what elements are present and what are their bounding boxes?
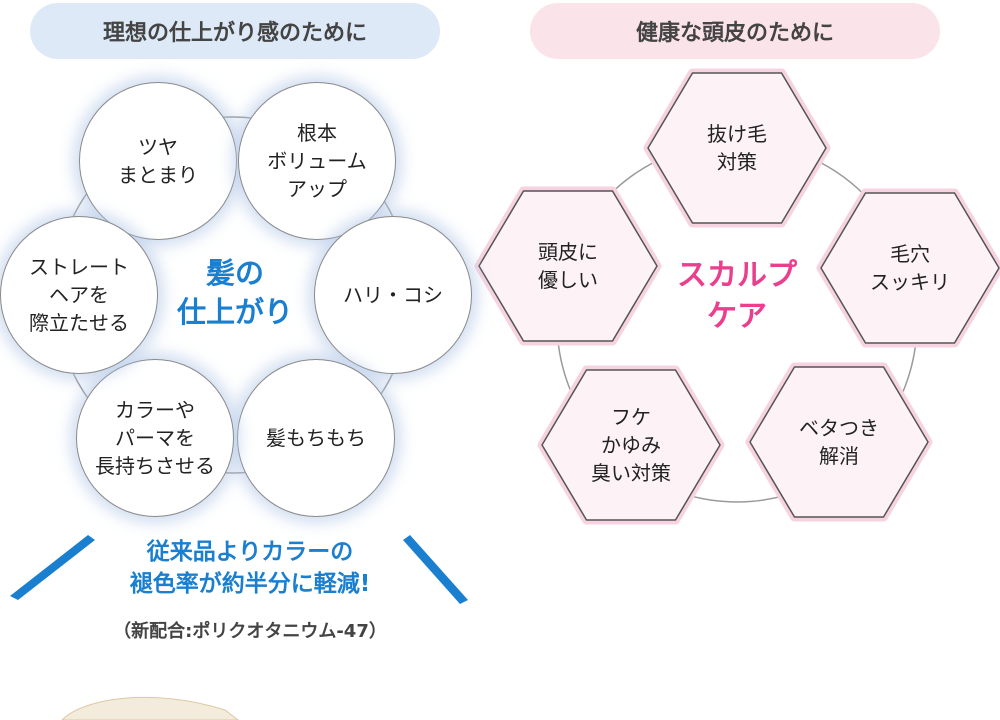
left-header-text: 理想の仕上がり感のために [103,15,367,47]
hex-label-hair-loss: 抜け毛 対策 [662,98,812,198]
left-header-pill: 理想の仕上がり感のために [30,3,440,59]
bottom-ornament [62,697,238,720]
feature-circle-label: ツヤ まとまり [118,133,198,189]
feature-circle-straight: ストレート ヘアを 際立たせる [0,216,158,374]
hex-label-gentle: 頭皮に 優しい [493,216,643,316]
feature-circle-bouncy: 髪もちもち [237,359,395,517]
right-center-title: スカルプ ケア [652,256,822,337]
feature-circle-label: ストレート ヘアを 際立たせる [29,253,129,337]
feature-circle-volume: 根本 ボリューム アップ [238,82,396,240]
feature-circle-shine: ツヤ まとまり [79,82,237,240]
hex-label-pores: 毛穴 スッキリ [835,218,985,318]
right-header-text: 健康な頭皮のために [636,15,834,47]
feature-circle-color-keep: カラーや パーマを 長持ちさせる [76,359,234,517]
right-header-pill: 健康な頭皮のために [530,3,940,59]
feature-circle-label: カラーや パーマを 長持ちさせる [95,396,215,480]
new-ingredient-note: （新配合:ポリクオタニウム-47） [20,617,480,643]
hex-label-oiliness: ベタつき 解消 [764,392,914,492]
feature-circle-label: ハリ・コシ [343,281,443,309]
feature-circle-label: 髪もちもち [266,424,366,452]
left-center-title: 髪の 仕上がり [160,254,310,332]
feature-circle-label: 根本 ボリューム アップ [267,119,366,203]
color-retention-notice: 従来品よりカラーの 褪色率が約半分に軽減! [60,537,440,600]
hex-label-dandruff: フケ かゆみ 臭い対策 [556,390,706,500]
feature-circle-firmness: ハリ・コシ [314,216,472,374]
